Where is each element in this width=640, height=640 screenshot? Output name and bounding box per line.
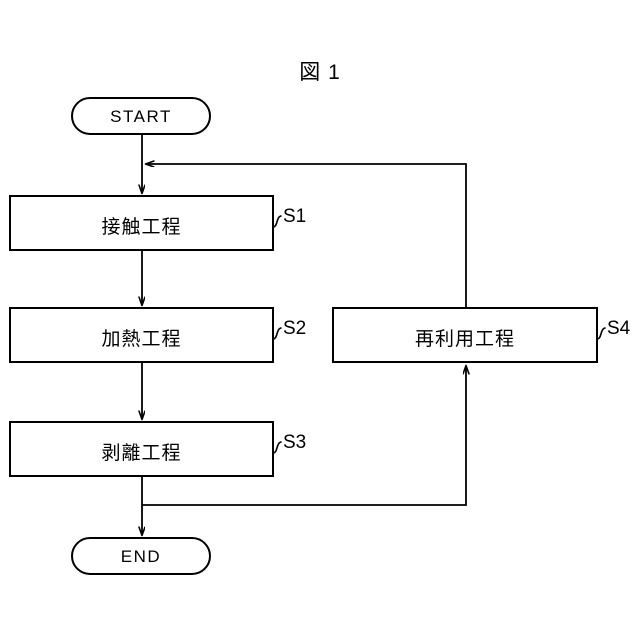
leader-squiggle-s3 — [272, 441, 282, 454]
figure-title: 図 1 — [299, 61, 341, 84]
node-end-shape — [71, 537, 211, 575]
connector-s4-feedback-to-s1 — [146, 164, 467, 308]
step-tag-s2: S2 — [283, 318, 307, 339]
leader-squiggle-s2 — [272, 327, 282, 340]
node-s3-shape — [9, 421, 274, 477]
step-tag-s3: S3 — [283, 432, 307, 453]
connector-s3-branch-to-s4 — [142, 366, 466, 506]
step-tag-s1: S1 — [283, 206, 307, 227]
node-s1-shape — [9, 195, 274, 251]
node-s4-shape — [332, 307, 598, 363]
node-start-shape — [71, 97, 211, 135]
node-s2-shape — [9, 307, 274, 363]
leader-squiggle-s4 — [596, 327, 606, 340]
leader-squiggle-s1 — [272, 215, 282, 228]
step-tag-s4: S4 — [607, 318, 631, 339]
